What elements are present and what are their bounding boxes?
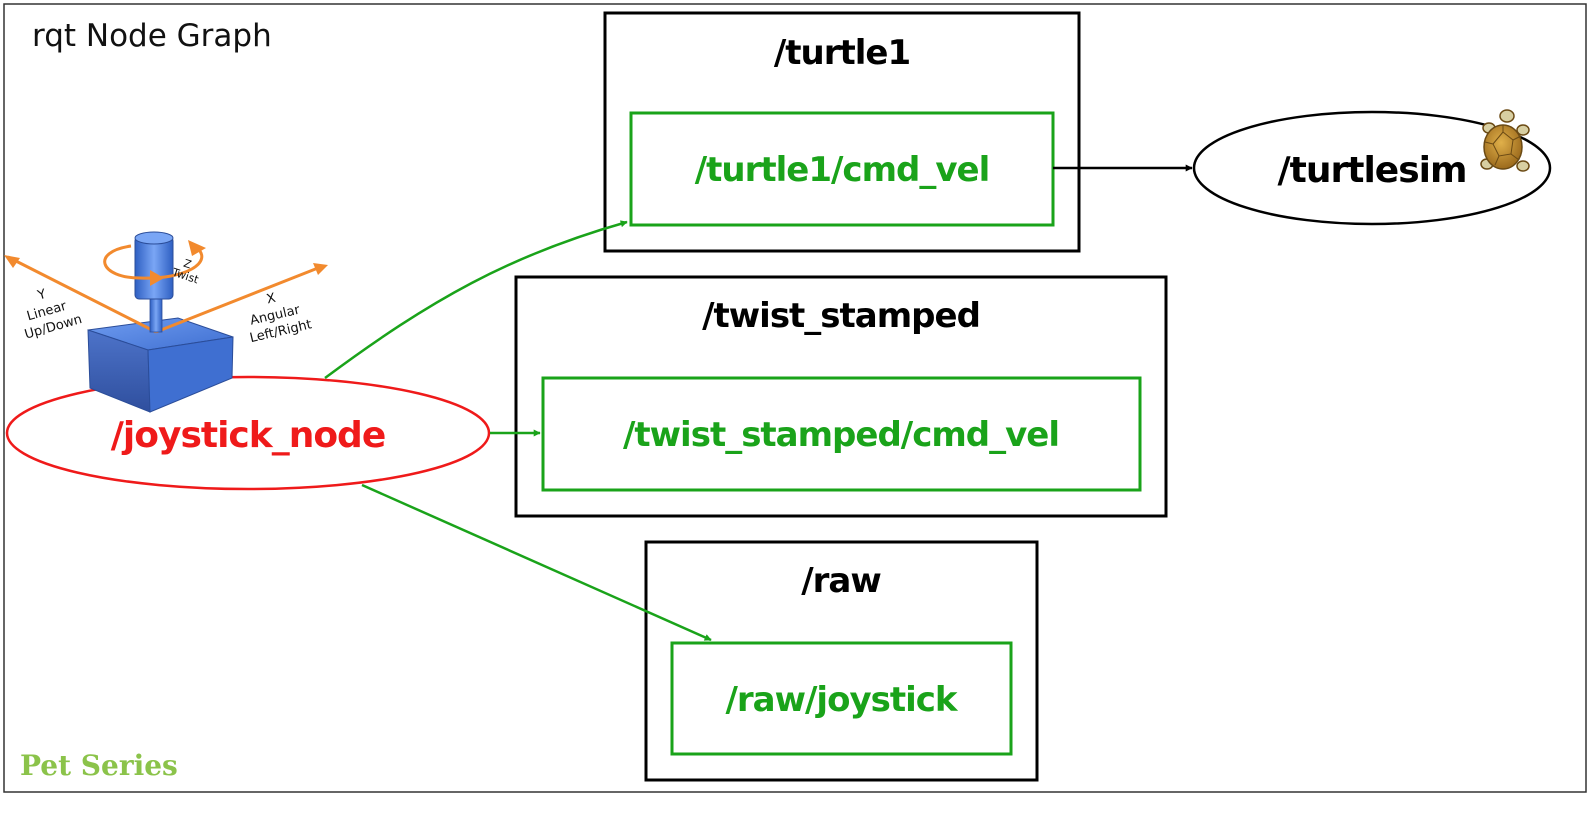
group-label: /twist_stamped bbox=[702, 296, 980, 336]
topic-label: /twist_stamped/cmd_vel bbox=[623, 415, 1059, 455]
brand-label: Pet Series bbox=[20, 749, 178, 782]
topic-raw-joystick[interactable]: /raw/joystick bbox=[670, 641, 1013, 756]
graph-frame bbox=[3, 3, 1587, 793]
topic-box bbox=[629, 111, 1055, 227]
group-turtle1[interactable]: /turtle1 /turtle1/cmd_vel bbox=[603, 11, 1081, 253]
axis-z-letter: Z bbox=[182, 257, 194, 272]
axis-z-name: Twist bbox=[170, 265, 201, 286]
page-title: rqt Node Graph bbox=[32, 18, 272, 54]
node-joystick-label: /joystick_node bbox=[111, 415, 386, 456]
turtle-icon bbox=[1480, 109, 1530, 172]
axis-y-letter: Y bbox=[35, 287, 48, 304]
group-label: /raw bbox=[801, 561, 881, 601]
node-ellipse bbox=[5, 375, 491, 491]
topic-turtle1-cmd-vel[interactable]: /turtle1/cmd_vel bbox=[629, 111, 1055, 227]
topic-label: /raw/joystick bbox=[725, 680, 958, 720]
topic-box bbox=[670, 641, 1013, 756]
group-label: /turtle1 bbox=[774, 33, 910, 73]
group-raw[interactable]: /raw /raw/joystick bbox=[644, 540, 1039, 782]
topic-twist-stamped-cmd-vel[interactable]: /twist_stamped/cmd_vel bbox=[541, 376, 1142, 492]
topic-label: /turtle1/cmd_vel bbox=[695, 150, 989, 190]
edge-joystick-to-raw-joystick bbox=[361, 483, 712, 642]
axis-x-letter: X bbox=[265, 291, 277, 308]
svg-text:Z Twist: Z Twist bbox=[170, 254, 205, 287]
node-joystick[interactable] bbox=[5, 375, 491, 491]
node-turtlesim[interactable]: /turtlesim bbox=[1192, 110, 1552, 226]
edge-joystick-to-turtle1-cmd-vel bbox=[324, 220, 628, 380]
node-ellipse bbox=[1192, 110, 1552, 226]
node-label: /turtlesim bbox=[1278, 150, 1467, 191]
topic-box bbox=[541, 376, 1142, 492]
group-twist-stamped[interactable]: /twist_stamped /twist_stamped/cmd_vel bbox=[514, 275, 1168, 518]
